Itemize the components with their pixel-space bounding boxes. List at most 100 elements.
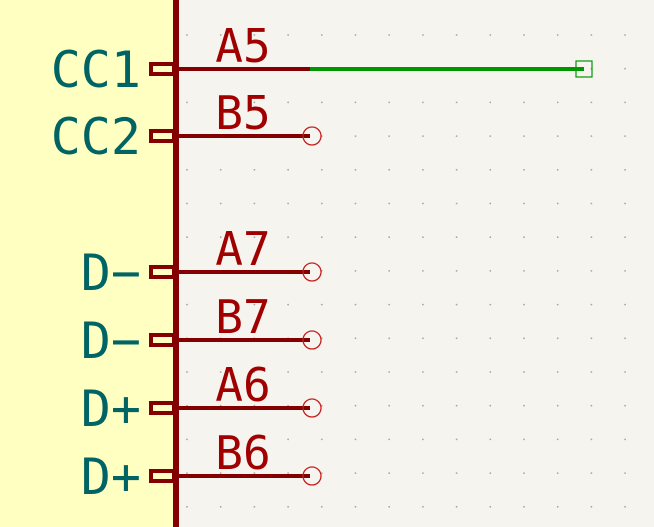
pin-number: B6 (215, 426, 270, 480)
grid-dot (455, 404, 458, 407)
grid-dot (556, 34, 559, 36)
grid-dot (624, 303, 626, 306)
grid-dot (388, 438, 391, 441)
grid-dot (455, 270, 458, 272)
wire-end-marker[interactable] (575, 60, 593, 78)
unconnected-pin-marker[interactable] (302, 330, 322, 350)
grid-dot (455, 472, 458, 474)
grid-dot (590, 438, 593, 441)
grid-dot (455, 101, 458, 104)
grid-dot (590, 236, 593, 239)
grid-dot (253, 202, 256, 205)
symbol-body[interactable] (0, 0, 176, 527)
pin-shape (149, 401, 176, 415)
grid-dot (624, 371, 626, 373)
pin-name: D− (81, 244, 141, 302)
grid-dot (219, 371, 222, 373)
grid-dot (422, 135, 424, 138)
pin-b7[interactable]: D− B7 (81, 290, 322, 370)
grid-dot (624, 67, 626, 70)
grid-dot (253, 101, 256, 104)
unconnected-pin-marker[interactable] (302, 398, 322, 418)
grid-dot (523, 404, 525, 407)
grid-dot (624, 472, 626, 474)
pin-number: A6 (215, 358, 270, 412)
grid-dot (455, 505, 458, 508)
grid-dot (186, 303, 188, 306)
pin-a6[interactable]: D+ A6 (81, 358, 322, 438)
grid-dot (186, 168, 188, 171)
grid-dot (388, 135, 391, 138)
pin-shape (149, 62, 176, 76)
unconnected-pin-marker[interactable] (302, 126, 322, 146)
grid-dot (556, 303, 559, 306)
grid-dot (354, 270, 357, 272)
grid-dot (489, 337, 492, 340)
grid-dot (354, 404, 357, 407)
grid-dot (354, 135, 357, 138)
grid-dot (624, 337, 626, 340)
unconnected-pin-marker[interactable] (302, 466, 322, 486)
grid-dot (219, 168, 222, 171)
grid-dot (590, 404, 593, 407)
grid-dot (455, 438, 458, 441)
pin-shape (149, 469, 176, 483)
grid-dot (354, 371, 357, 373)
grid-dot (523, 303, 525, 306)
grid-dot (590, 371, 593, 373)
grid-dot (590, 135, 593, 138)
pin-name: D− (81, 312, 141, 370)
grid-dot (320, 472, 323, 474)
grid-dot (422, 168, 424, 171)
grid-dot (624, 236, 626, 239)
grid-dot (354, 168, 357, 171)
grid-dot (523, 270, 525, 272)
grid-dot (388, 168, 391, 171)
grid-dot (320, 371, 323, 373)
grid-dot (624, 202, 626, 205)
grid-dot (523, 168, 525, 171)
grid-dot (388, 505, 391, 508)
grid-dot (219, 438, 222, 441)
grid-dot (388, 404, 391, 407)
grid-dot (219, 202, 222, 205)
grid-dot (253, 303, 256, 306)
pin-name: CC1 (51, 41, 141, 99)
pin-b6[interactable]: D+B6 (81, 426, 322, 506)
grid-dot (422, 236, 424, 239)
grid-dot (320, 34, 323, 36)
grid-dot (388, 472, 391, 474)
grid-dot (320, 505, 323, 508)
grid-dot (422, 101, 424, 104)
grid-dot (219, 236, 222, 239)
grid-dot (523, 101, 525, 104)
grid-dot (523, 202, 525, 205)
grid-dot (624, 270, 626, 272)
grid-dot (556, 168, 559, 171)
pin-name: D+ (81, 380, 141, 438)
grid-dot (455, 236, 458, 239)
grid-dot (388, 101, 391, 104)
grid-dot (422, 472, 424, 474)
grid-dot (219, 303, 222, 306)
grid-dot (556, 236, 559, 239)
pin-name: CC2 (51, 108, 141, 166)
pin-shape (149, 333, 176, 347)
grid-dot (287, 236, 289, 239)
grid-dot (320, 438, 323, 441)
grid-dot (422, 337, 424, 340)
grid-dot (489, 168, 492, 171)
pin-shape (149, 129, 176, 143)
grid-dot (287, 438, 289, 441)
grid-dot (287, 505, 289, 508)
pin-number: B7 (215, 290, 270, 344)
grid-dot (556, 438, 559, 441)
unconnected-pin-marker[interactable] (302, 262, 322, 282)
grid-dot (422, 303, 424, 306)
pin-a7[interactable]: D−A7 (81, 222, 322, 302)
grid-dot (523, 371, 525, 373)
grid-dot (287, 303, 289, 306)
